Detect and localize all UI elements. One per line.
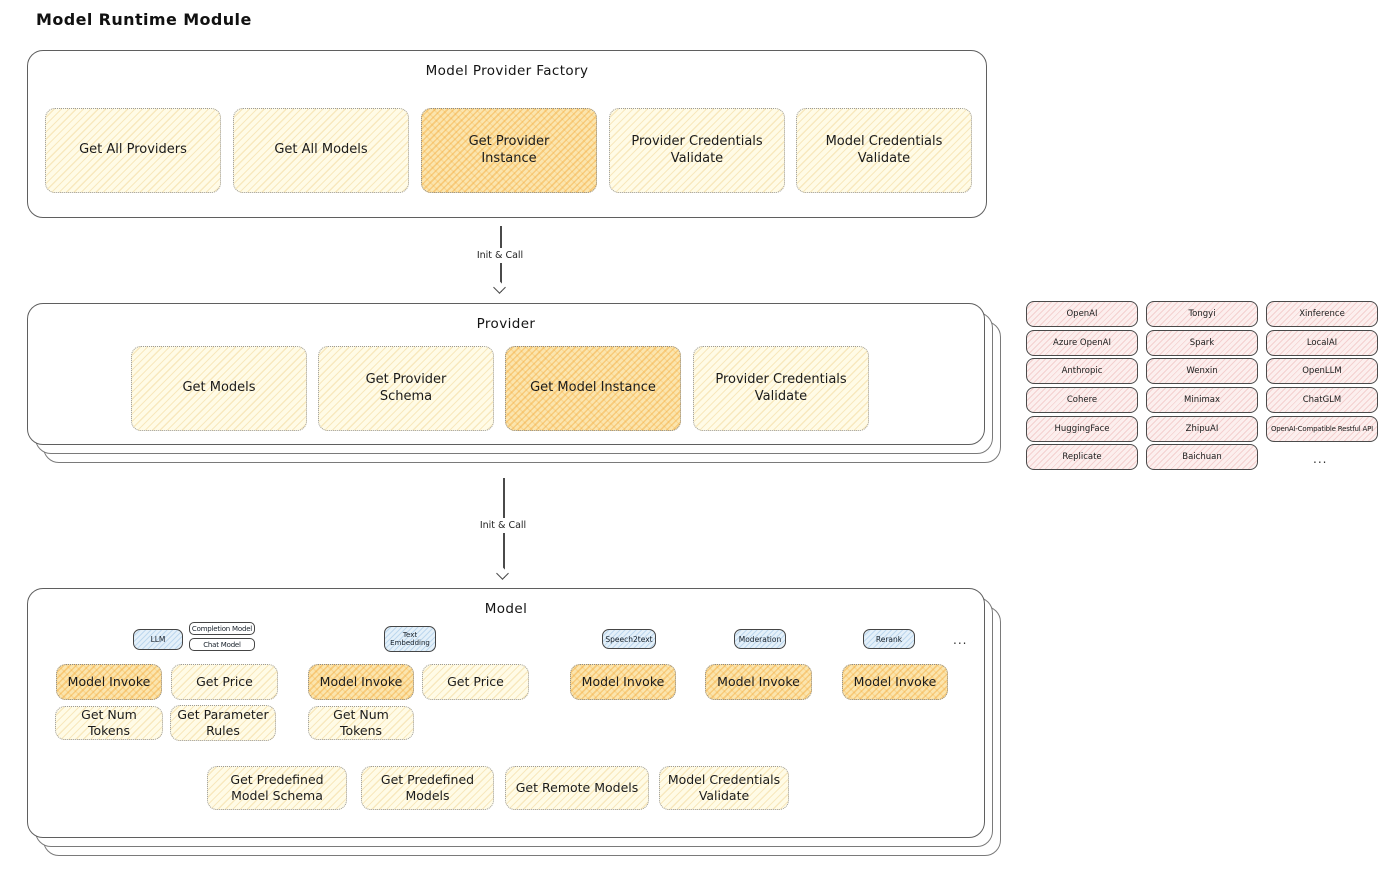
arrow-down-icon bbox=[493, 281, 506, 294]
factory-box-get-all-models: Get All Models bbox=[233, 108, 409, 193]
llm-get-price-box: Get Price bbox=[171, 664, 278, 700]
tab-completion-model: Completion Model bbox=[189, 622, 255, 635]
llm-get-parameter-rules-box: Get Parameter Rules bbox=[170, 705, 276, 741]
factory-box-get-provider-instance: Get Provider Instance bbox=[421, 108, 597, 193]
provider-chip-localai: LocalAI bbox=[1266, 330, 1378, 356]
factory-box-model-credentials-validate: Model Credentials Validate bbox=[796, 108, 972, 193]
arrow-down-icon bbox=[496, 567, 509, 580]
tab-chat-model: Chat Model bbox=[189, 638, 255, 651]
provider-chip-azure-openai: Azure OpenAI bbox=[1026, 330, 1138, 356]
provider-chip-openai: OpenAI bbox=[1026, 301, 1138, 327]
model-title: Model bbox=[484, 601, 528, 617]
arrow-provider-to-model: Init & Call bbox=[475, 478, 531, 580]
rerank-model-invoke-box: Model Invoke bbox=[842, 664, 948, 700]
provider-chip-xinference: Xinference bbox=[1266, 301, 1378, 327]
provider-chip-tongyi: Tongyi bbox=[1146, 301, 1258, 327]
provider-chip-huggingface: HuggingFace bbox=[1026, 416, 1138, 442]
provider-chip-chatglm: ChatGLM bbox=[1266, 387, 1378, 413]
tab-moderation: Moderation bbox=[734, 629, 786, 649]
embedding-model-invoke-box: Model Invoke bbox=[308, 664, 414, 700]
factory-box-provider-credentials-validate: Provider Credentials Validate bbox=[609, 108, 785, 193]
provider-chip-spark: Spark bbox=[1146, 330, 1258, 356]
speech2text-model-invoke-box: Model Invoke bbox=[570, 664, 676, 700]
factory-title: Model Provider Factory bbox=[425, 63, 589, 79]
get-remote-models-box: Get Remote Models bbox=[505, 766, 649, 810]
tab-rerank: Rerank bbox=[863, 629, 915, 649]
llm-model-invoke-box: Model Invoke bbox=[56, 664, 162, 700]
provider-chip-minimax: Minimax bbox=[1146, 387, 1258, 413]
provider-container: Provider Get Models Get Provider Schema … bbox=[27, 303, 985, 445]
moderation-model-invoke-box: Model Invoke bbox=[705, 664, 812, 700]
model-tabs-ellipsis: ... bbox=[953, 633, 968, 647]
provider-chip-baichuan: Baichuan bbox=[1146, 444, 1258, 470]
providers-ellipsis: ... bbox=[1313, 452, 1328, 466]
provider-title: Provider bbox=[476, 316, 536, 332]
model-container: Model LLM Completion Model Chat Model Te… bbox=[27, 588, 985, 838]
tab-llm: LLM bbox=[133, 629, 183, 650]
provider-chip-anthropic: Anthropic bbox=[1026, 358, 1138, 384]
factory-box-get-all-providers: Get All Providers bbox=[45, 108, 221, 193]
provider-box-get-models: Get Models bbox=[131, 346, 307, 431]
provider-chip-cohere: Cohere bbox=[1026, 387, 1138, 413]
tab-text-embedding: Text Embedding bbox=[384, 626, 436, 652]
factory-container: Model Provider Factory Get All Providers… bbox=[27, 50, 987, 218]
provider-box-get-model-instance: Get Model Instance bbox=[505, 346, 681, 431]
provider-chip-wenxin: Wenxin bbox=[1146, 358, 1258, 384]
provider-chip-openai-compatible: OpenAI-Compatible Restful API bbox=[1266, 416, 1378, 442]
provider-chip-replicate: Replicate bbox=[1026, 444, 1138, 470]
provider-chip-openllm: OpenLLM bbox=[1266, 358, 1378, 384]
tab-speech2text: Speech2text bbox=[602, 629, 656, 649]
llm-get-num-tokens-box: Get Num Tokens bbox=[55, 706, 163, 740]
arrow-label: Init & Call bbox=[472, 248, 528, 263]
get-predefined-models-box: Get Predefined Models bbox=[361, 766, 494, 810]
get-predefined-model-schema-box: Get Predefined Model Schema bbox=[207, 766, 347, 810]
provider-box-get-provider-schema: Get Provider Schema bbox=[318, 346, 494, 431]
arrow-label: Init & Call bbox=[475, 518, 531, 533]
page-title: Model Runtime Module bbox=[36, 10, 252, 29]
provider-chip-zhipuai: ZhipuAI bbox=[1146, 416, 1258, 442]
provider-box-provider-credentials-validate: Provider Credentials Validate bbox=[693, 346, 869, 431]
embedding-get-price-box: Get Price bbox=[422, 664, 529, 700]
arrow-factory-to-provider: Init & Call bbox=[472, 226, 528, 294]
model-credentials-validate-box: Model Credentials Validate bbox=[659, 766, 789, 810]
embedding-get-num-tokens-box: Get Num Tokens bbox=[308, 706, 414, 740]
